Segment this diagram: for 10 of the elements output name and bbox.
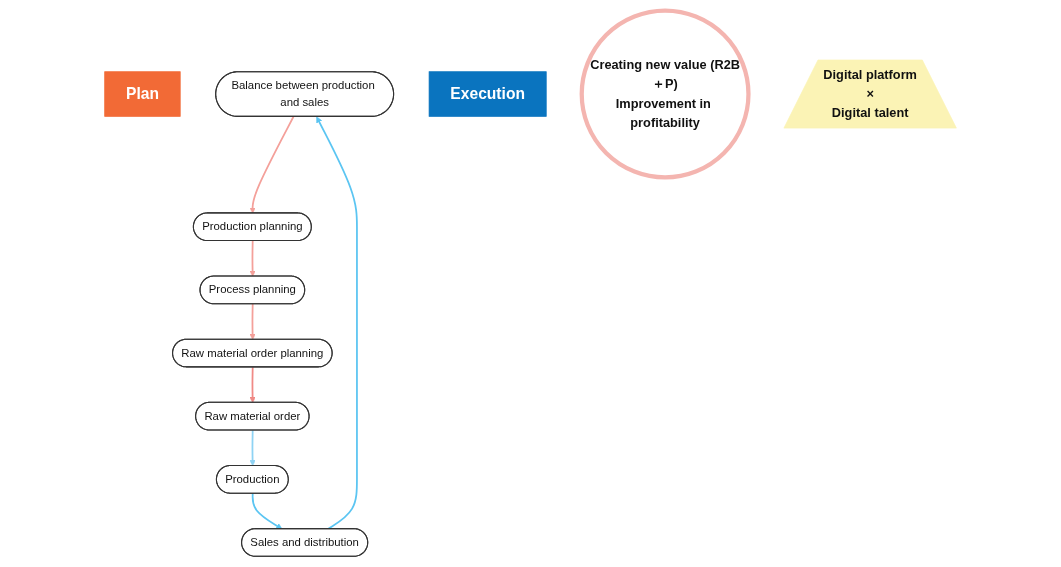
node-circle: Creating new value (R2B＋P) Improvement in profitability	[579, 8, 751, 180]
arrow	[249, 303, 256, 340]
arrow	[249, 366, 256, 403]
node-box: Plan	[104, 71, 181, 117]
arrow	[316, 116, 358, 530]
arrow	[249, 240, 256, 277]
arrow	[249, 429, 256, 467]
arrow	[251, 492, 283, 530]
node-box: Execution	[428, 71, 547, 117]
arrow	[249, 115, 295, 214]
